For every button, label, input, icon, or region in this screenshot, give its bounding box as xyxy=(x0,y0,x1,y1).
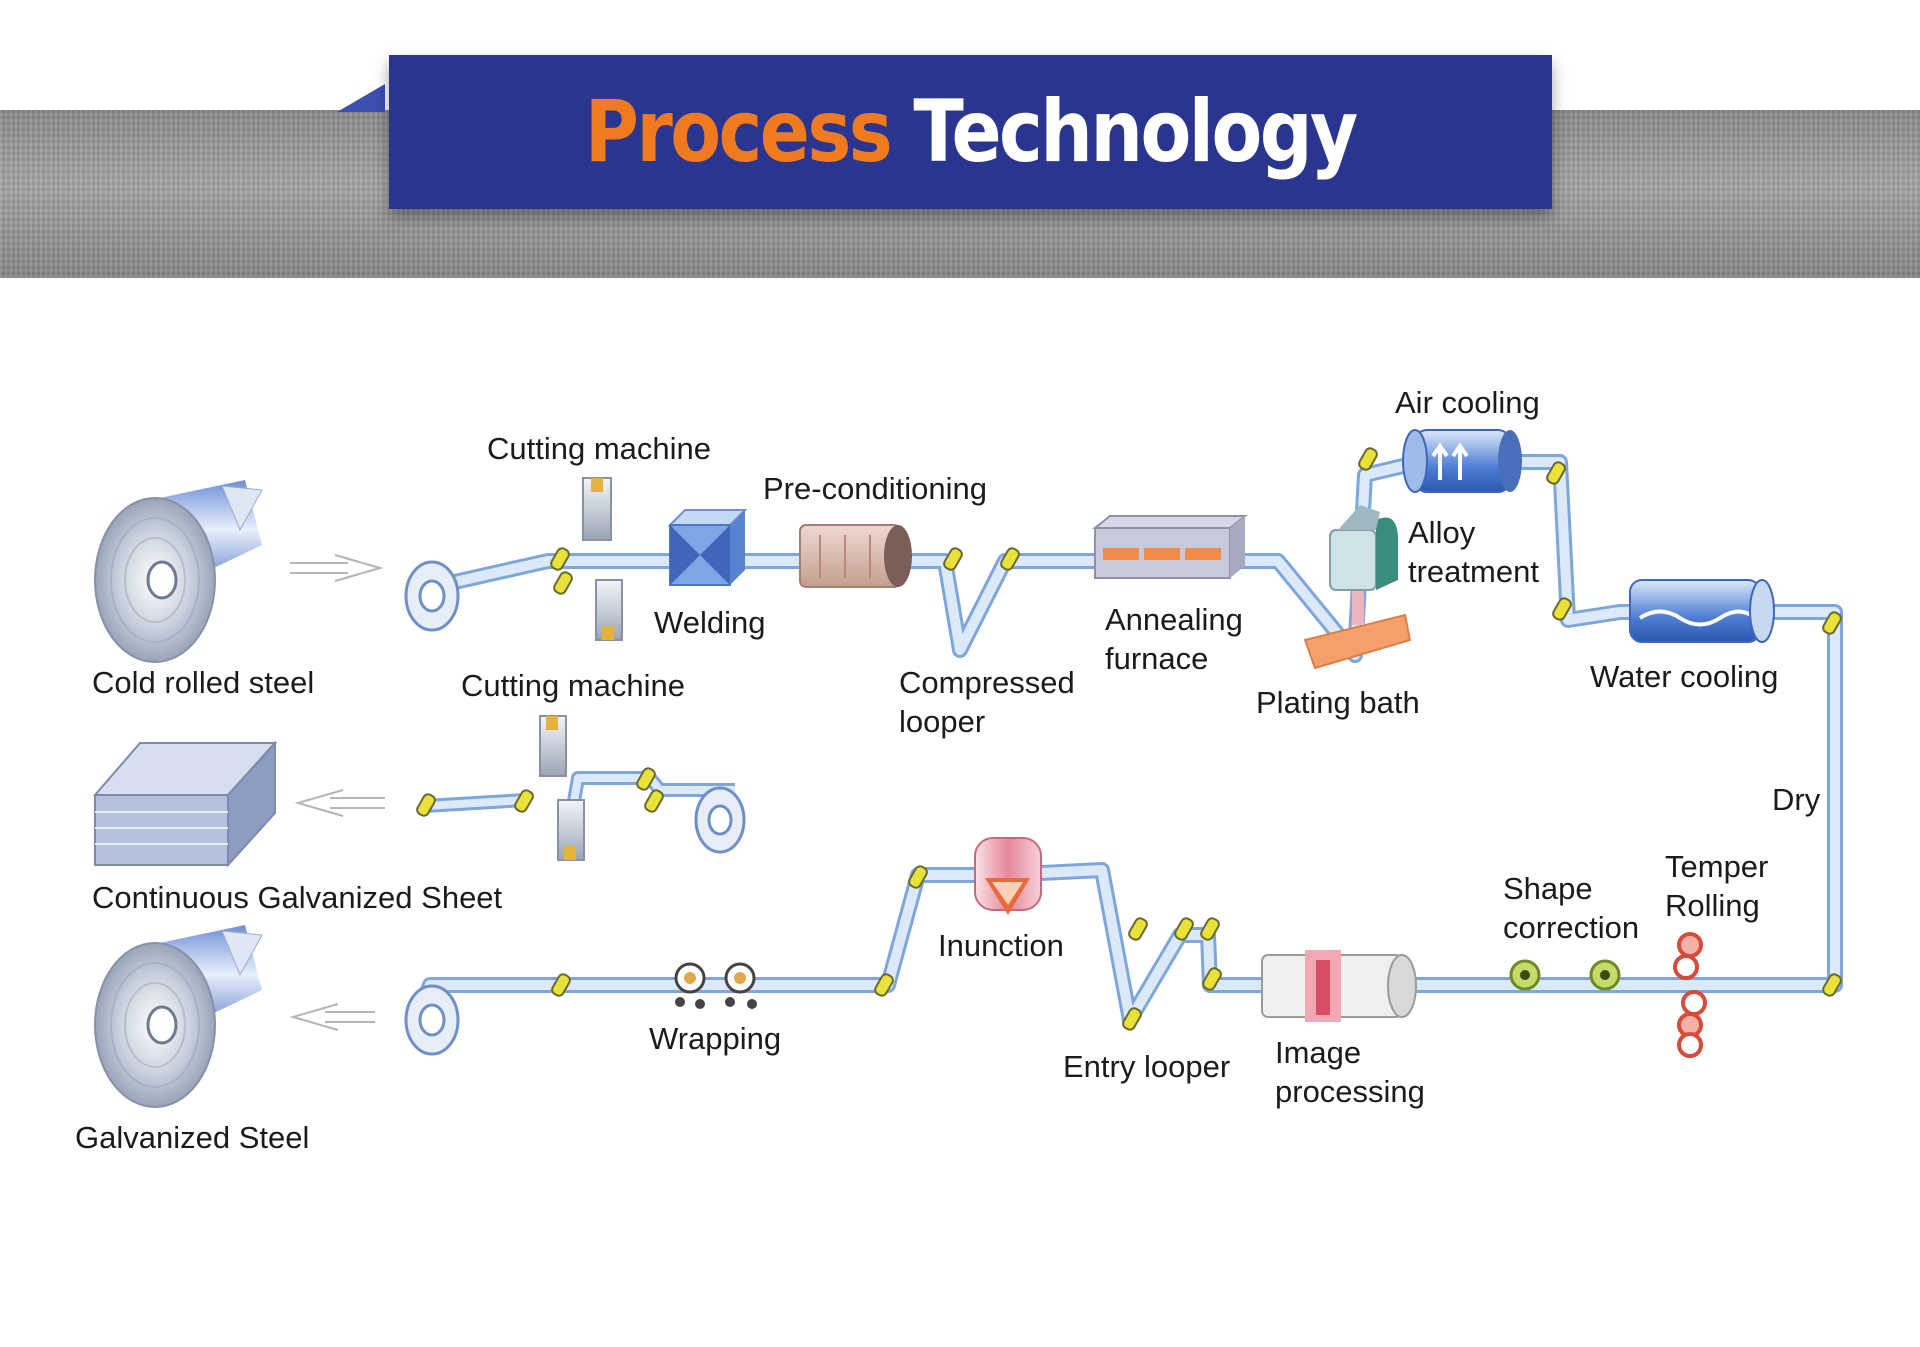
label-water-cooling: Water cooling xyxy=(1590,659,1778,694)
cutting-machine-top-icon xyxy=(582,477,623,641)
label-cutting-machine-middle: Cutting machine xyxy=(461,668,685,703)
galvanized-steel-coil-icon xyxy=(94,925,263,1108)
label-image-processing-1: Image xyxy=(1275,1035,1361,1070)
label-alloy-treatment-1: Alloy xyxy=(1408,515,1476,550)
label-entry-looper: Entry looper xyxy=(1063,1049,1230,1084)
page-title: Process Technology xyxy=(585,82,1359,182)
label-galvanized-steel: Galvanized Steel xyxy=(75,1120,309,1155)
label-cutting-machine-top: Cutting machine xyxy=(487,431,711,466)
pre-conditioning-machine-icon xyxy=(799,524,912,588)
galvanized-sheet-stack-icon xyxy=(92,740,278,868)
label-air-cooling: Air cooling xyxy=(1395,385,1540,420)
label-temper-rolling-2: Rolling xyxy=(1665,888,1760,923)
label-compressed-looper-2: looper xyxy=(899,704,985,739)
inunction-machine-icon xyxy=(974,837,1042,915)
label-wrapping: Wrapping xyxy=(649,1021,781,1056)
title-banner: Process Technology xyxy=(389,55,1552,209)
label-cold-rolled-steel: Cold rolled steel xyxy=(92,665,314,700)
uncoiler-top-icon xyxy=(404,560,460,632)
wrapping-rollers-icon xyxy=(674,962,757,1009)
label-image-processing-2: processing xyxy=(1275,1074,1425,1109)
title-part-technology: Technology xyxy=(913,82,1359,182)
title-part-process: Process xyxy=(585,82,893,182)
air-cooling-machine-icon xyxy=(1402,429,1522,493)
label-annealing-furnace-1: Annealing xyxy=(1105,602,1243,637)
welding-machine-icon xyxy=(667,509,748,586)
strip-path-top xyxy=(407,454,1843,1033)
label-continuous-galvanized-sheet: Continuous Galvanized Sheet xyxy=(92,880,503,915)
label-annealing-furnace-2: furnace xyxy=(1105,641,1208,676)
flow-arrow-left-icon xyxy=(289,1003,375,1031)
shape-correction-rollers-icon xyxy=(1509,959,1621,991)
label-inunction: Inunction xyxy=(938,928,1064,963)
water-cooling-machine-icon xyxy=(1629,579,1775,643)
label-pre-conditioning: Pre-conditioning xyxy=(763,471,987,506)
label-alloy-treatment-2: treatment xyxy=(1408,554,1539,589)
flow-arrow-right-icon xyxy=(290,554,384,582)
cut-sheet-line xyxy=(416,715,746,861)
cold-rolled-steel-coil-icon xyxy=(94,480,263,663)
label-shape-correction-1: Shape xyxy=(1503,871,1593,906)
label-welding: Welding xyxy=(654,605,765,640)
alloy-treatment-machine-icon xyxy=(1329,505,1398,591)
flow-arrow-left-icon xyxy=(294,789,385,817)
strip-guide-clamps xyxy=(550,447,1842,1031)
recoiler-bottom-icon xyxy=(404,984,460,1056)
label-temper-rolling-1: Temper xyxy=(1665,849,1768,884)
temper-rolling-rollers-icon xyxy=(1673,932,1707,1058)
plating-bath-icon xyxy=(1303,580,1412,670)
label-dry: Dry xyxy=(1772,782,1821,817)
label-compressed-looper-1: Compressed xyxy=(899,665,1075,700)
annealing-furnace-icon xyxy=(1092,515,1248,579)
label-shape-correction-2: correction xyxy=(1503,910,1639,945)
label-plating-bath: Plating bath xyxy=(1256,685,1420,720)
image-processing-machine-icon xyxy=(1261,950,1417,1022)
